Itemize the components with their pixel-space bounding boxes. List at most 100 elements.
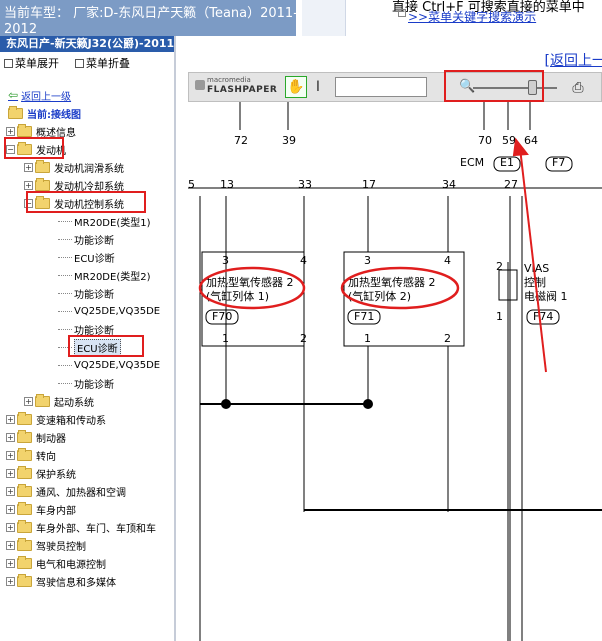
expand-toggle-icon[interactable]: + xyxy=(6,576,15,586)
sensor1-pin3: 3 xyxy=(222,254,229,267)
tree-item-label: 功能诊断 xyxy=(74,235,114,247)
tree-item-starting-system[interactable]: +起动系统 xyxy=(24,392,94,410)
link-bullet-icon xyxy=(398,9,406,17)
tree-item-ecu-diagnosis[interactable]: ECU诊断 xyxy=(58,248,115,266)
expand-toggle-icon[interactable]: + xyxy=(6,540,15,550)
pin-13: 13 xyxy=(220,178,234,191)
tree-item-label: MR20DE(类型1) xyxy=(74,217,151,229)
tree-item-label: 概述信息 xyxy=(36,127,76,139)
tree-item-exterior[interactable]: +车身外部、车门、车顶和车 xyxy=(6,518,156,536)
tree-item-transmission[interactable]: +变速箱和传动系 xyxy=(6,410,106,428)
return-link[interactable]: [返回上一 xyxy=(544,53,602,69)
expand-toggle-icon[interactable]: + xyxy=(6,468,15,478)
text-select-button[interactable]: I xyxy=(307,76,329,98)
tree-connector xyxy=(58,292,72,294)
zoom-slider[interactable]: 🔍 xyxy=(459,77,557,99)
tree-item-brakes[interactable]: +制动器 xyxy=(6,428,66,446)
sensor1-pin2: 2 xyxy=(300,332,307,345)
folder-icon xyxy=(17,519,32,533)
tree-item-label: 发动机 xyxy=(36,145,66,157)
tree-item-overview[interactable]: + 概述信息 xyxy=(6,122,76,140)
collapse-toggle-icon[interactable]: − xyxy=(6,144,15,154)
expand-toggle-icon[interactable]: + xyxy=(6,558,15,568)
tree-item-interior[interactable]: +车身内部 xyxy=(6,500,76,518)
tree-item-steering[interactable]: + 转向 xyxy=(6,446,56,464)
valve-line3: 电磁阀 1 xyxy=(524,289,568,303)
expand-toggle-icon[interactable]: + xyxy=(6,504,15,514)
tree-item-mr20de-type1[interactable]: MR20DE(类型1) xyxy=(58,212,150,230)
search-demo-link[interactable]: >>菜单关键字搜索演示 xyxy=(408,10,537,24)
tree-item-vq25de-2[interactable]: VQ25DE,VQ35DE xyxy=(58,356,160,374)
expand-toggle-icon[interactable]: + xyxy=(6,522,15,532)
tree-item-label: VQ25DE,VQ35DE xyxy=(74,359,161,371)
sensor1-pin1: 1 xyxy=(222,332,229,345)
tree-item-label: 电气和电源控制 xyxy=(36,559,106,571)
tree-item-label: VQ25DE,VQ35DE xyxy=(74,305,161,317)
open-folder-icon xyxy=(17,141,32,155)
folder-icon xyxy=(35,393,50,407)
flashpaper-logo: macromedia FLASHPAPER xyxy=(195,75,285,99)
sensor2-sub: (气缸列体 2) xyxy=(348,289,411,303)
splice-point xyxy=(221,399,231,409)
tree-connector xyxy=(58,256,72,258)
tree-item-label: MR20DE(类型2) xyxy=(74,271,151,283)
expand-toggle-icon[interactable]: + xyxy=(6,486,15,496)
sensor2-pin2: 2 xyxy=(444,332,451,345)
collapse-menu-button[interactable]: 菜单折叠 xyxy=(75,55,130,71)
folder-icon xyxy=(17,429,32,443)
tree-item-function-diagnosis[interactable]: 功能诊断 xyxy=(58,320,114,338)
sensor2-pin3: 3 xyxy=(364,254,371,267)
expand-toggle-icon[interactable]: + xyxy=(24,180,33,190)
current-location: 当前:接线图 xyxy=(8,104,81,122)
zoom-thumb[interactable] xyxy=(527,80,537,95)
tree-item-label: 转向 xyxy=(36,451,56,463)
tree-item-function-diagnosis[interactable]: 功能诊断 xyxy=(58,230,114,248)
sidebar-controls: 菜单展开 菜单折叠 xyxy=(0,52,174,74)
back-link[interactable]: ⇦ 返回上一级 xyxy=(8,86,71,104)
tree-item-mr20de-type2[interactable]: MR20DE(类型2) xyxy=(58,266,150,284)
sensor1-pin4: 4 xyxy=(300,254,307,267)
expand-toggle-icon[interactable]: + xyxy=(6,432,15,442)
open-folder-icon xyxy=(35,195,50,209)
tree-connector xyxy=(58,238,72,240)
tree-item-hvac[interactable]: +通风、加热器和空调 xyxy=(6,482,126,500)
collapse-toggle-icon[interactable]: − xyxy=(24,198,33,208)
tree-item-label: 功能诊断 xyxy=(74,289,114,301)
expand-toggle-icon[interactable]: + xyxy=(24,162,33,172)
tree-item-infotainment[interactable]: +驾驶信息和多媒体 xyxy=(6,572,116,590)
hand-tool-button[interactable]: ✋ xyxy=(285,76,307,98)
sensor1-code: F70 xyxy=(212,310,232,323)
top-banner: 当前车型： 厂家:D-东风日产天籁（Teana）2011- 2012 直接 Ct… xyxy=(0,0,602,37)
folder-icon xyxy=(35,159,50,173)
tree-item-protection[interactable]: +保护系统 xyxy=(6,464,76,482)
search-input[interactable] xyxy=(335,77,427,97)
pin-5: 5 xyxy=(188,178,195,191)
logo-text-bottom: FLASHPAPER xyxy=(207,85,278,95)
tree-item-function-diagnosis[interactable]: 功能诊断 xyxy=(58,374,114,392)
pin-72: 72 xyxy=(234,134,248,147)
pin-39: 39 xyxy=(282,134,296,147)
pin-59: 59 xyxy=(502,134,516,147)
tree-item-vq25de-1[interactable]: VQ25DE,VQ35DE xyxy=(58,302,160,320)
expand-toggle-icon[interactable]: + xyxy=(6,126,15,136)
expand-toggle-icon[interactable]: + xyxy=(6,450,15,460)
tree-item-engine[interactable]: − 发动机 xyxy=(6,140,66,158)
sensor2-pin4: 4 xyxy=(444,254,451,267)
folder-icon xyxy=(35,177,50,191)
pin-34: 34 xyxy=(442,178,456,191)
tree-item-electrical[interactable]: + 电气和电源控制 xyxy=(6,554,106,572)
expand-menu-button[interactable]: 菜单展开 xyxy=(4,55,59,71)
tree-item-driver-controls[interactable]: +驾驶员控制 xyxy=(6,536,86,554)
pin-33: 33 xyxy=(298,178,312,191)
print-button[interactable]: ⎙ xyxy=(567,77,589,99)
expand-toggle-icon[interactable]: + xyxy=(24,396,33,406)
tree-item-engine-cooling[interactable]: +发动机冷却系统 xyxy=(24,176,124,194)
folder-icon xyxy=(17,555,32,569)
tree-item-engine-lubrication[interactable]: + 发动机润滑系统 xyxy=(24,158,124,176)
expand-toggle-icon[interactable]: + xyxy=(6,414,15,424)
folder-icon xyxy=(17,573,32,587)
tree-item-label: 发动机润滑系统 xyxy=(54,163,124,175)
sidebar-title: 东风日产-新天籁J32(公爵)-2011 xyxy=(0,36,174,52)
tree-item-engine-control[interactable]: −发动机控制系统 xyxy=(24,194,124,212)
tree-item-function-diagnosis[interactable]: 功能诊断 xyxy=(58,284,114,302)
